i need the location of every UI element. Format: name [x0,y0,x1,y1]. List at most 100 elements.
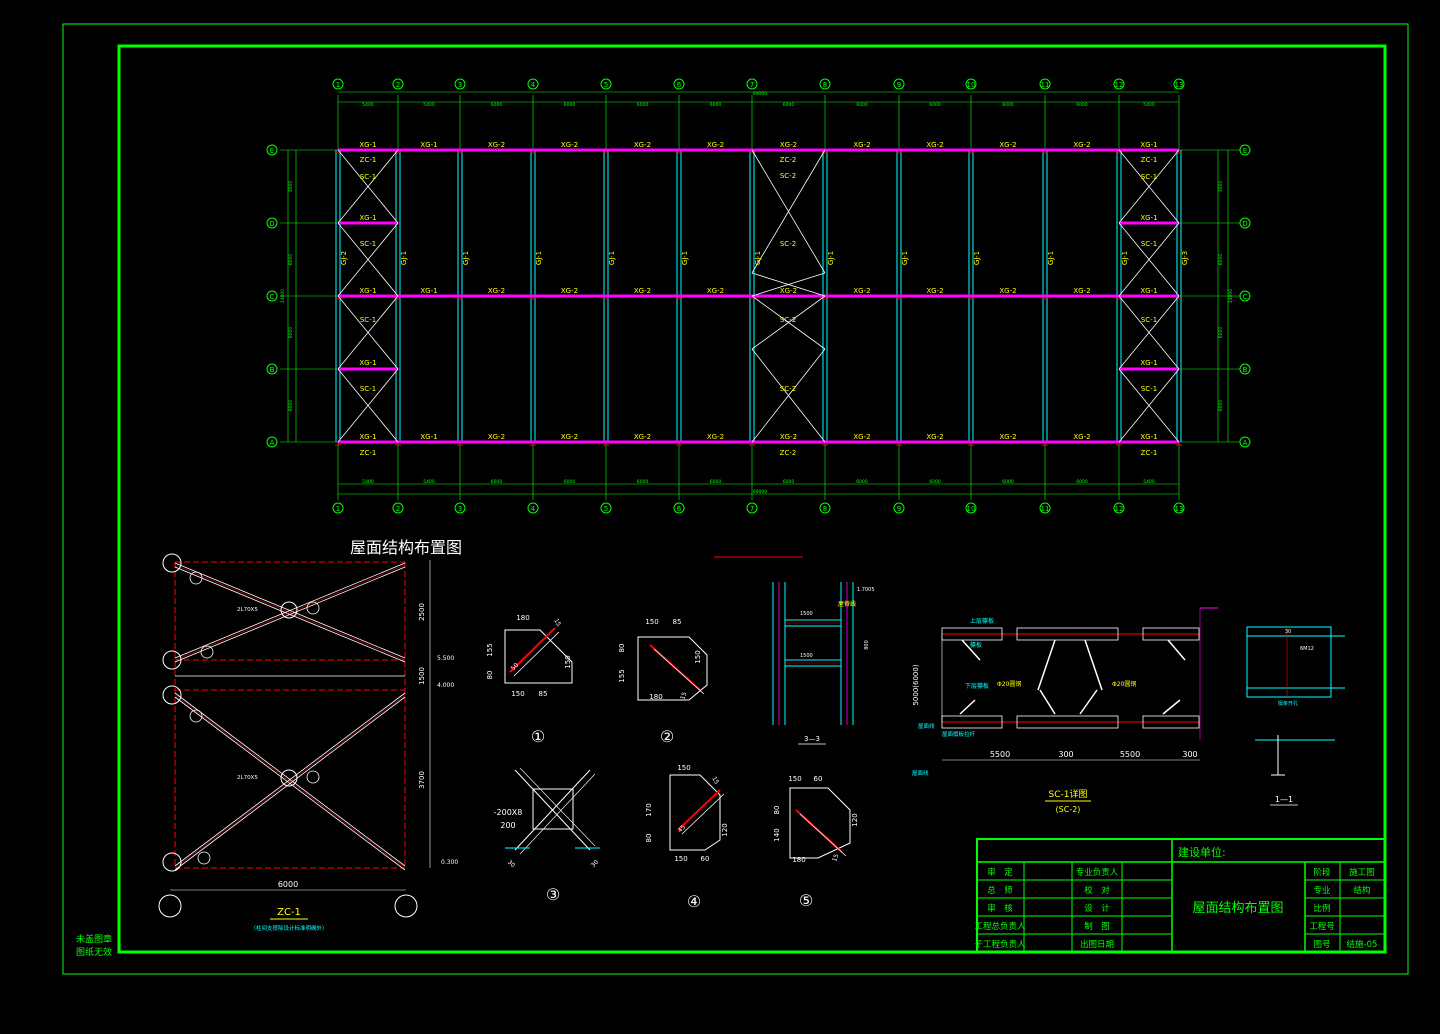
angle-member-edge [513,631,560,677]
column-bubble [394,894,418,918]
node-mark [189,571,203,585]
sc1-label: 下层檩板 [965,682,989,690]
section-title: 3—3 [804,735,820,743]
beam-label: XG-2 [853,433,870,441]
dim-text: 155 [618,669,626,682]
dim-text: 6000 [856,479,868,485]
beam-label: XG-2 [707,287,724,295]
tb-row-right-label: 阶段 [1313,867,1331,878]
dim-text: 6000 [278,880,298,889]
dim-text: 85 [539,690,548,698]
node-mark [306,601,320,615]
dim-text: 6000 [710,479,722,485]
beam-label: XG-2 [634,433,651,441]
tb-row-left: 总 师 [987,885,1013,896]
gj-label: GJ-1 [901,251,909,265]
dim-text: 30 [1285,629,1291,635]
dim-total: 24000 [1228,289,1234,303]
tb-row-right-value: 施工图 [1349,867,1375,878]
beam-label: XG-2 [561,141,578,149]
brace-line [337,149,399,224]
zc1-note: （柱间支撑除设计标准明确外） [250,924,327,932]
dim-text: 6000 [564,479,576,485]
sc1-label: Φ20圆钢 [997,680,1021,688]
beam-label: XG-2 [561,287,578,295]
tb-row-mid: 设 计 [1084,903,1110,914]
tb-row-mid: 制 图 [1084,921,1110,932]
sc-label: SC-2 [780,385,796,393]
dim-text: 300 [1182,750,1197,759]
member-mark: 2L70X5 [237,775,258,781]
dim-text: 15 [552,618,562,628]
axis-label: 3 [458,81,462,89]
dim-text: -200X8 [494,808,523,817]
sc1-label: 屋面线 [912,769,929,777]
dim-text: 6000 [288,254,294,266]
tie-rod [961,639,981,661]
axis-bubble [1113,78,1125,90]
dim-text: 45 [677,824,687,834]
tb-row-mid: 校 对 [1084,885,1110,896]
purlin-section [1246,626,1332,698]
zc-brace [174,692,406,867]
beam-label: XG-2 [926,141,943,149]
dim-text: 6000 [1076,102,1088,108]
beam-label: XG-2 [853,287,870,295]
brace-line [751,348,826,443]
axis-label: B [1243,366,1248,374]
axis-bubble [1173,78,1185,90]
dim-text: 6000 [783,479,795,485]
axis-label: 13 [1175,505,1184,513]
tie-rod [1039,689,1056,715]
zc-label: ZC-2 [780,156,797,164]
dim-text: 15 [679,691,688,701]
stamp-line-1: 未盖图章 [76,933,112,945]
brace-line [1118,222,1180,297]
detail-number: ④ [687,892,701,911]
dim-text: 6000 [1218,254,1224,266]
purlin [1142,715,1200,729]
gusset-plate [504,629,573,684]
dim-text: 50 [510,662,520,672]
axis-label: A [270,439,275,447]
dim-text: 5400 [423,479,435,485]
angle-member-edge [799,813,847,857]
section-title: 1—1 [1275,795,1293,804]
gj-label: GJ-1 [462,251,470,265]
dim-text: 80 [486,671,494,680]
dim-text: 5400 [1143,479,1155,485]
section-label: 檩条开孔 [1278,700,1298,707]
brace-line [751,272,826,297]
angle-member [677,789,721,831]
title-block-frame [976,838,1386,953]
zc-brace [174,696,406,871]
sc-label: SC-2 [780,172,796,180]
axis-label: E [1243,147,1247,155]
axis-label: 12 [1115,505,1124,513]
dim-text: 5500 [990,750,1010,759]
axis-label: 2 [396,81,400,89]
axis-label: 4 [531,505,536,513]
dim-total: 69000 [753,91,767,97]
zc-label: ZC-1 [360,156,377,164]
dim-text: 3000 [288,181,294,193]
angle-member-edge [653,648,705,695]
beam-label: XG-1 [359,287,376,295]
purlin [941,627,1003,641]
dim-text: 6000 [1076,479,1088,485]
tb-row-left: 审 核 [987,903,1013,914]
axis-bubble [266,144,278,156]
ridge-label: 屋脊线 [838,600,856,608]
gusset-plate [637,636,708,701]
tb-row-left: 审 定 [987,867,1013,878]
dim-text: 5400 [1143,102,1155,108]
axis-label: 2 [396,505,400,513]
tb-row-right-label: 工程号 [1309,922,1335,932]
axis-bubble [965,502,977,514]
axis-label: 11 [1041,81,1050,89]
axis-label: 11 [1041,505,1050,513]
axis-bubble [1239,144,1251,156]
axis-bubble [600,78,612,90]
